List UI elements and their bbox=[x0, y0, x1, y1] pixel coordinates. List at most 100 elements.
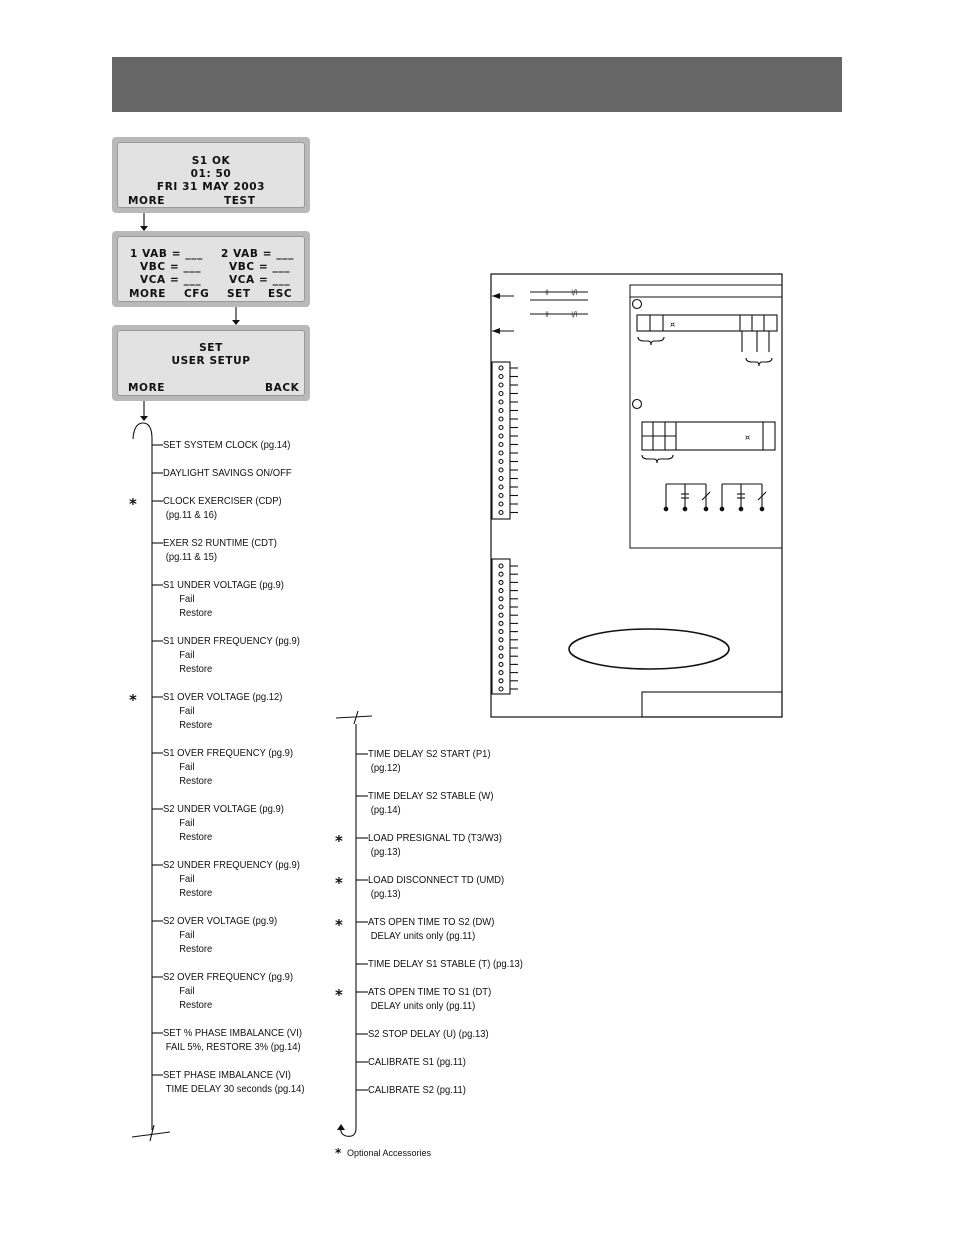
back-softkey[interactable]: BACK bbox=[265, 382, 300, 394]
menu-item-label: S2 UNDER VOLTAGE (pg.9) bbox=[163, 803, 284, 815]
terminal-screw bbox=[498, 390, 504, 397]
contact-symbol: ⊣⊢ bbox=[540, 288, 554, 297]
menu-item-subtext: (pg.13) bbox=[370, 888, 401, 900]
esc-softkey[interactable]: ESC bbox=[268, 288, 293, 300]
menu-item-label: S2 STOP DELAY (U) (pg.13) bbox=[368, 1028, 489, 1040]
more-softkey[interactable]: MORE bbox=[128, 195, 166, 207]
relay-symbol: ¤ bbox=[670, 320, 675, 329]
terminal-screw bbox=[498, 492, 504, 499]
fail-option: Fail bbox=[179, 929, 195, 941]
terminal-screw bbox=[498, 433, 504, 439]
menu-item[interactable]: LOAD DISCONNECT TD (UMD)(pg.13) bbox=[368, 873, 504, 901]
contact-symbol: ⊣/⊢ bbox=[566, 288, 583, 297]
terminal-screw bbox=[498, 365, 504, 371]
terminal-node bbox=[682, 506, 688, 512]
terminal-screw bbox=[498, 637, 504, 643]
terminal-screw bbox=[498, 501, 504, 507]
fail-option: Fail bbox=[179, 873, 195, 885]
lcd-voltage-2-vbc: VBC = ___ bbox=[229, 261, 291, 273]
menu-item-label: S2 UNDER FREQUENCY (pg.9) bbox=[163, 859, 300, 871]
menu-item[interactable]: SET SYSTEM CLOCK (pg.14) bbox=[163, 438, 290, 452]
menu-item-label: SET % PHASE IMBALANCE (VI) bbox=[163, 1027, 302, 1039]
footnote-asterisk: * bbox=[335, 1146, 342, 1160]
terminal-screw bbox=[498, 653, 504, 659]
restore-option: Restore bbox=[179, 887, 213, 899]
more-softkey[interactable]: MORE bbox=[129, 288, 167, 300]
lcd-voltage-screen: 1 VAB = ___ 2 VAB = ___ VBC = ___ VBC = … bbox=[112, 231, 310, 307]
terminal-screw bbox=[498, 424, 504, 431]
menu-item[interactable]: SET PHASE IMBALANCE (VI)TIME DELAY 30 se… bbox=[163, 1068, 305, 1096]
menu-item[interactable]: SET % PHASE IMBALANCE (VI) FAIL 5%, RESTO… bbox=[163, 1026, 302, 1054]
terminal-screw bbox=[498, 484, 504, 490]
menu-item-label: EXER S2 RUNTIME (CDT) bbox=[163, 537, 277, 549]
fail-option: Fail bbox=[179, 761, 195, 773]
menu-item[interactable]: S2 STOP DELAY (U) (pg.13) bbox=[368, 1027, 489, 1041]
menu-item[interactable]: ATS OPEN TIME TO S1 (DT)DELAY units only… bbox=[368, 985, 491, 1013]
more-softkey[interactable]: MORE bbox=[128, 382, 166, 394]
optional-accessory-asterisk: * bbox=[335, 986, 343, 1004]
lcd-line: USER SETUP bbox=[171, 355, 251, 367]
contact-symbol: ⊣⊢ bbox=[540, 310, 554, 319]
menu-item-label: S1 UNDER VOLTAGE (pg.9) bbox=[163, 579, 284, 591]
menu-item-subtext: FAIL 5%, RESTORE 3% (pg.14) bbox=[165, 1041, 301, 1053]
terminal-screw bbox=[498, 407, 504, 414]
menu-item-label: CALIBRATE S2 (pg.11) bbox=[368, 1084, 466, 1096]
optional-accessory-asterisk: * bbox=[335, 874, 343, 892]
terminal-screw bbox=[498, 596, 504, 602]
terminal-screw bbox=[498, 645, 504, 651]
menu-item[interactable]: TIME DELAY S1 STABLE (T) (pg.13) bbox=[368, 957, 523, 971]
menu-item[interactable]: EXER S2 RUNTIME (CDT)(pg.11 & 15) bbox=[163, 536, 277, 564]
lcd-voltage-2-vab: 2 VAB = ___ bbox=[221, 248, 294, 260]
terminal-screw bbox=[498, 604, 504, 610]
menu-item-label: S2 OVER VOLTAGE (pg.9) bbox=[163, 915, 278, 927]
terminal-screw bbox=[498, 441, 504, 448]
menu-item[interactable]: CALIBRATE S1 (pg.11) bbox=[368, 1055, 466, 1069]
fail-option: Fail bbox=[179, 649, 195, 661]
menu-item-label: LOAD PRESIGNAL TD (T3/W3) bbox=[368, 832, 502, 844]
terminal-screw bbox=[498, 686, 504, 692]
terminal-screw bbox=[498, 612, 504, 618]
terminal-screw bbox=[498, 416, 504, 422]
menu-item[interactable]: CLOCK EXERCISER (CDP)(pg.11 & 16) bbox=[163, 494, 282, 522]
test-softkey[interactable]: TEST bbox=[224, 195, 256, 207]
restore-option: Restore bbox=[179, 831, 213, 843]
menu-item[interactable]: DAYLIGHT SAVINGS ON/OFF bbox=[163, 466, 292, 480]
menu-item-subtext: DELAY units only (pg.11) bbox=[370, 930, 476, 942]
lcd-status-screen: S1 OK 01: 50 FRI 31 MAY 2003 MORE TEST bbox=[112, 137, 310, 213]
terminal-screw bbox=[498, 678, 504, 684]
cfg-softkey[interactable]: CFG bbox=[184, 288, 210, 300]
fail-option: Fail bbox=[179, 817, 195, 829]
terminal-node bbox=[738, 506, 744, 512]
menu-item-label: SET PHASE IMBALANCE (VI) bbox=[163, 1069, 291, 1081]
terminal-screw bbox=[498, 450, 504, 456]
optional-accessory-asterisk: * bbox=[335, 916, 343, 934]
menu-item-label: SET SYSTEM CLOCK (pg.14) bbox=[163, 439, 291, 451]
menu-item-label: TIME DELAY S1 STABLE (T) (pg.13) bbox=[368, 958, 523, 970]
terminal-node bbox=[663, 506, 669, 512]
terminal-screw bbox=[498, 571, 504, 577]
menu-item[interactable]: TIME DELAY S2 START (P1)(pg.12) bbox=[368, 747, 491, 775]
terminal-node bbox=[759, 506, 765, 512]
terminal-screw bbox=[498, 399, 504, 405]
menu-item[interactable]: ATS OPEN TIME TO S2 (DW)DELAY units only… bbox=[368, 915, 494, 943]
menu-item-label: TIME DELAY S2 START (P1) bbox=[368, 748, 491, 760]
menu-item-label: CLOCK EXERCISER (CDP) bbox=[163, 495, 282, 507]
footnote-text: Optional Accessories bbox=[347, 1148, 432, 1158]
terminal-screw bbox=[498, 579, 504, 585]
menu-item-label: S1 OVER FREQUENCY (pg.9) bbox=[163, 747, 294, 759]
menu-item-label: CALIBRATE S1 (pg.11) bbox=[368, 1056, 466, 1068]
optional-accessory-asterisk: * bbox=[129, 691, 137, 709]
menu-item[interactable]: CALIBRATE S2 (pg.11) bbox=[368, 1083, 466, 1097]
terminal-screw bbox=[498, 563, 504, 569]
set-softkey[interactable]: SET bbox=[227, 288, 251, 300]
menu-item[interactable]: TIME DELAY S2 STABLE (W)(pg.14) bbox=[368, 789, 494, 817]
menu-item[interactable]: LOAD PRESIGNAL TD (T3/W3)(pg.13) bbox=[368, 831, 502, 859]
